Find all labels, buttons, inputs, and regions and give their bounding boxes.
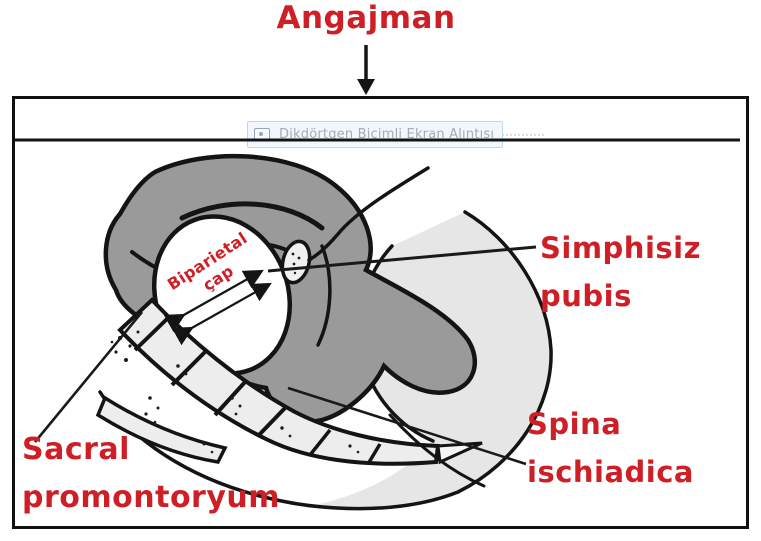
snip-camera-icon — [254, 128, 270, 141]
snip-toolbar-label: Dikdörtgen Biçimli Ekran Alıntısı — [279, 127, 495, 142]
sacral-label-line2: promontoryum — [22, 480, 281, 515]
snip-toolbar-dashes — [502, 133, 545, 136]
symphysis-label-line2: pubis — [540, 279, 632, 313]
engagement-arrow — [357, 45, 375, 95]
symphysis-label-line1: Simphisiz — [540, 231, 701, 265]
symphysis-pubis-label: Simphisiz pubis — [540, 224, 701, 320]
spina-label-line1: Spina — [527, 407, 622, 441]
spina-ischiadica-label: Spina ischiadica — [527, 400, 694, 496]
snip-toolbar: Dikdörtgen Biçimli Ekran Alıntısı — [247, 121, 545, 148]
sacral-promontory-label: Sacral promontoryum — [22, 426, 280, 522]
figure-frame — [12, 96, 749, 529]
page-title: Angajman — [276, 0, 456, 36]
sacral-label-line1: Sacral — [22, 432, 130, 467]
spina-label-line2: ischiadica — [527, 455, 695, 489]
